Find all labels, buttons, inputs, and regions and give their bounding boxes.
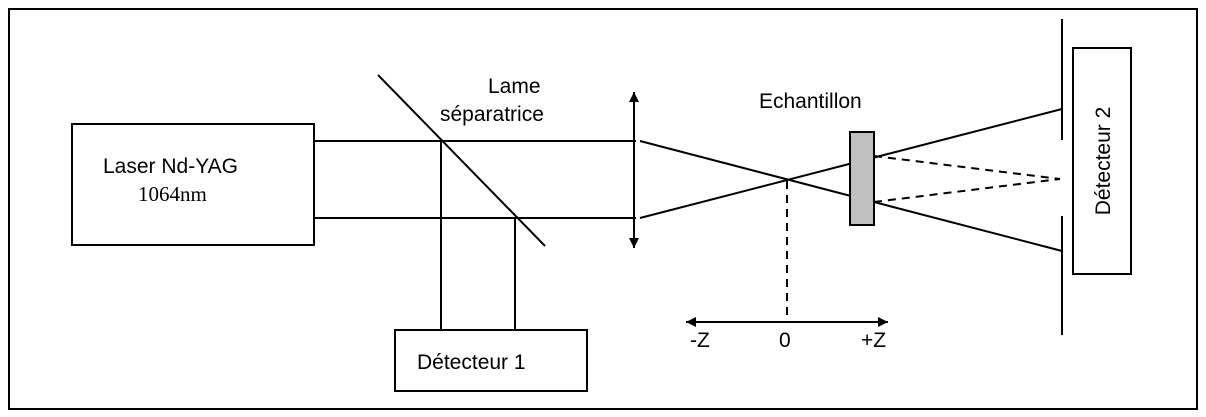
beam-splitter-label-line1: Lame (488, 75, 541, 98)
beam-splitter (377, 74, 546, 247)
detector-2-box (1072, 47, 1132, 275)
axis-plus-z-label: +Z (861, 329, 886, 352)
axis-minus-z-label: -Z (690, 329, 710, 352)
outer-frame (8, 8, 1198, 410)
laser-box (71, 123, 315, 246)
detector-2-label: Détecteur 2 (1092, 107, 1115, 216)
beam-splitter-label-line2: séparatrice (440, 103, 544, 126)
laser-wavelength-label: 1064nm (138, 182, 207, 206)
sample-label: Echantillon (759, 90, 862, 113)
sample (849, 131, 875, 226)
dashed-beam-bottom (873, 178, 1061, 203)
detector-1-label: Détecteur 1 (417, 351, 526, 374)
axis-zero-label: 0 (779, 329, 791, 352)
detector-1-box (394, 329, 588, 392)
laser-label: Laser Nd-YAG (103, 155, 238, 178)
dashed-beam-top (873, 155, 1061, 180)
